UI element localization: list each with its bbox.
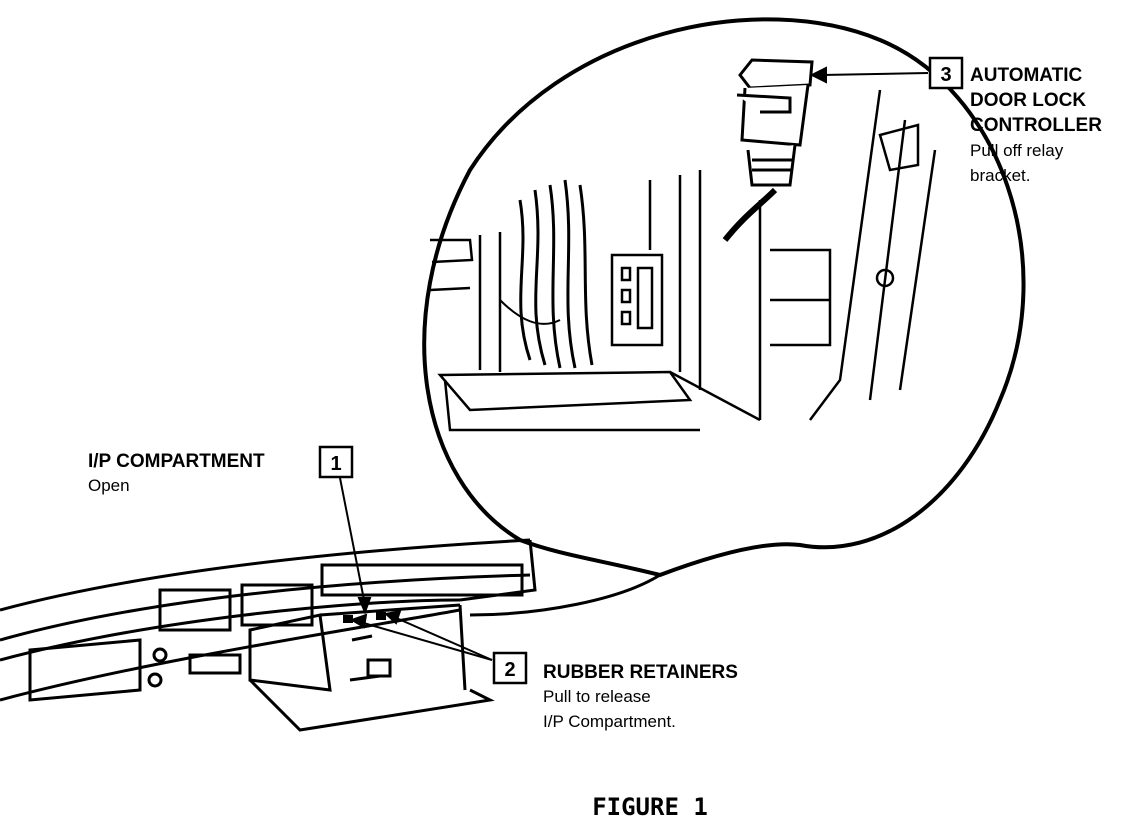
callout-2: 2 RUBBER RETAINERS Pull to release I/P C…	[492, 651, 738, 731]
callout-2-title: RUBBER RETAINERS	[543, 662, 738, 683]
retainer-clips	[343, 612, 386, 623]
callout-3: 3 AUTOMATIC DOOR LOCK CONTROLLER Pull of…	[928, 56, 1102, 185]
callout-3-title-line-3: CONTROLLER	[970, 115, 1102, 136]
callout-2-desc-line-1: Pull to release	[543, 687, 651, 706]
leader-lines	[339, 66, 929, 661]
door-lock-controller-part	[736, 58, 814, 187]
callout-3-desc-line-2: bracket.	[970, 166, 1030, 185]
callout-2-desc-line-2: I/P Compartment.	[543, 712, 676, 731]
detail-view-circle	[422, 17, 1026, 617]
callout-2-number: 2	[504, 659, 515, 681]
detail-view-interior	[429, 89, 937, 432]
callout-3-number: 3	[940, 64, 951, 86]
figure-caption: FIGURE 1	[592, 793, 708, 820]
callout-1-box	[318, 445, 354, 479]
instrument-panel	[0, 538, 537, 732]
callout-1-desc-line-1: Open	[88, 476, 130, 495]
callout-1: 1 I/P COMPARTMENT Open	[88, 445, 354, 495]
callout-3-box	[928, 56, 964, 90]
callout-1-title: I/P COMPARTMENT	[88, 451, 265, 472]
callout-2-box	[492, 651, 528, 685]
callout-3-title-line-1: AUTOMATIC	[970, 65, 1083, 86]
callout-3-title-line-2: DOOR LOCK	[970, 90, 1086, 111]
callout-3-desc-line-1: Pull off relay	[970, 141, 1064, 160]
callout-1-number: 1	[330, 453, 341, 475]
